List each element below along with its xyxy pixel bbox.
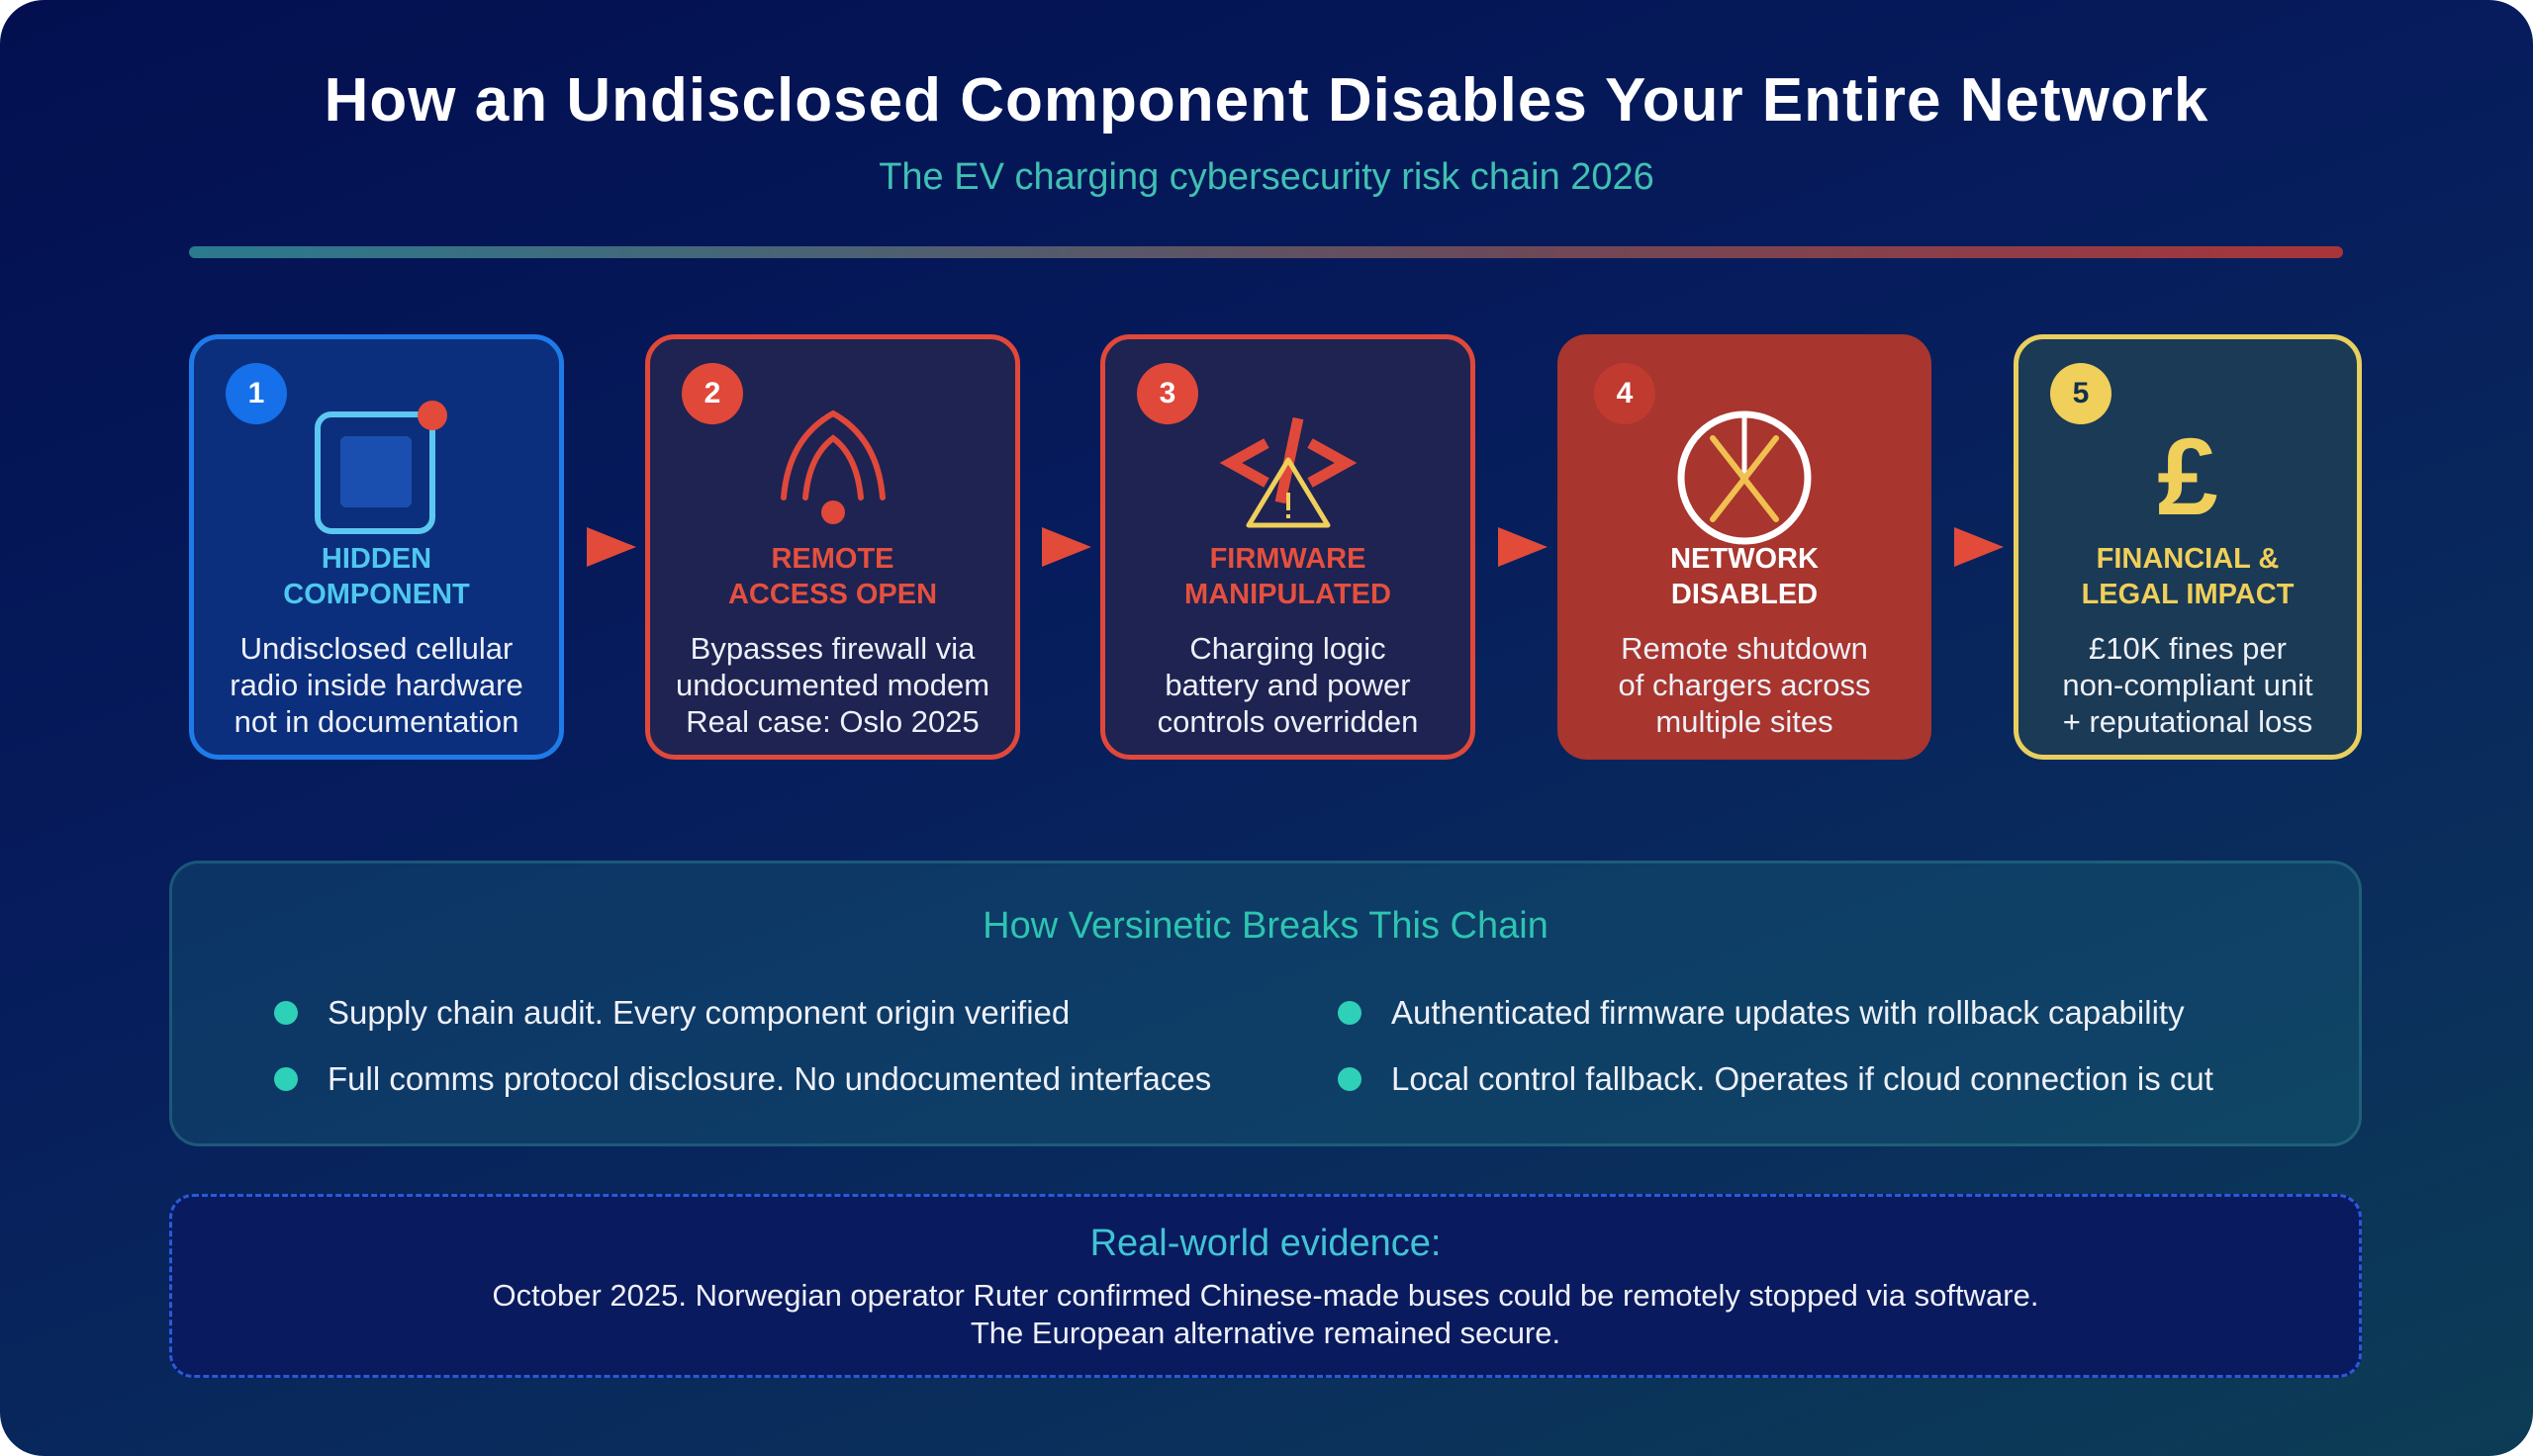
card-text: controls overridden (1157, 704, 1419, 739)
solution-item: Supply chain audit. Every component orig… (274, 994, 1070, 1032)
evidence-box: Real-world evidence: October 2025. Norwe… (169, 1194, 2362, 1378)
arrow-icon (1954, 527, 2004, 567)
step-card-financial-impact: 5 £ FINANCIAL & LEGAL IMPACT £10K fines p… (2014, 334, 2362, 760)
card-title: FIRMWARE (1209, 543, 1366, 575)
bullet-dot-icon (1338, 1067, 1361, 1091)
arrow-icon (1042, 527, 1091, 567)
step-badge: 5 (2050, 363, 2111, 424)
card-title: NETWORK (1670, 543, 1819, 575)
solutions-panel: How Versinetic Breaks This Chain Supply … (169, 861, 2362, 1146)
power-off-icon (1677, 410, 1812, 545)
bullet-dot-icon (274, 1067, 298, 1091)
solution-item: Local control fallback. Operates if clou… (1338, 1060, 2213, 1098)
bullet-dot-icon (274, 1001, 298, 1025)
page-title: How an Undisclosed Component Disables Yo… (324, 66, 2209, 135)
code-warning-icon (1219, 416, 1357, 528)
solutions-heading: How Versinetic Breaks This Chain (983, 905, 1548, 947)
card-title: MANIPULATED (1184, 579, 1391, 610)
step-badge: 2 (682, 363, 743, 424)
chip-icon (314, 401, 447, 534)
signal-icon (780, 410, 886, 524)
card-text: undocumented modem (675, 668, 990, 702)
step-badge: 4 (1594, 363, 1655, 424)
card-text: Remote shutdown (1621, 631, 1868, 666)
card-text: non-compliant unit (2062, 668, 2313, 702)
card-title: ACCESS OPEN (727, 579, 938, 610)
bullet-dot-icon (1338, 1001, 1361, 1025)
card-text: Undisclosed cellular (239, 631, 514, 666)
card-text: + reputational loss (2062, 704, 2313, 739)
evidence-heading: Real-world evidence: (1089, 1223, 1442, 1264)
card-text: battery and power (1165, 668, 1411, 702)
arrow-icon (1498, 527, 1548, 567)
card-title: LEGAL IMPACT (2081, 579, 2295, 610)
pound-icon: £ (2157, 416, 2218, 538)
arrow-icon (587, 527, 636, 567)
card-title: COMPONENT (283, 579, 470, 610)
step-badge: 1 (226, 363, 287, 424)
solution-item: Full comms protocol disclosure. No undoc… (274, 1060, 1211, 1098)
card-text: £10K fines per (2089, 631, 2287, 666)
card-title: FINANCIAL & (2096, 543, 2280, 575)
step-badge: 3 (1137, 363, 1198, 424)
step-card-remote-access: 2 REMOTE ACCESS OPEN Bypasses firewall vi… (645, 334, 1020, 760)
card-title: DISABLED (1670, 579, 1819, 610)
card-text: Bypasses firewall via (690, 631, 976, 666)
card-text: Real case: Oslo 2025 (686, 704, 980, 739)
card-text: of chargers across (1618, 668, 1871, 702)
card-title: REMOTE (771, 543, 894, 575)
card-text: Charging logic (1189, 631, 1386, 666)
evidence-text: October 2025. Norwegian operator Ruter c… (492, 1278, 2039, 1313)
evidence-text: The European alternative remained secure… (970, 1316, 1561, 1350)
divider (189, 246, 2343, 258)
card-text: multiple sites (1655, 704, 1833, 739)
card-title: HIDDEN (321, 543, 432, 575)
solution-item: Authenticated firmware updates with roll… (1338, 994, 2185, 1032)
card-text: radio inside hardware (230, 668, 523, 702)
page-subtitle: The EV charging cybersecurity risk chain… (879, 156, 1654, 198)
card-text: not in documentation (234, 704, 519, 739)
